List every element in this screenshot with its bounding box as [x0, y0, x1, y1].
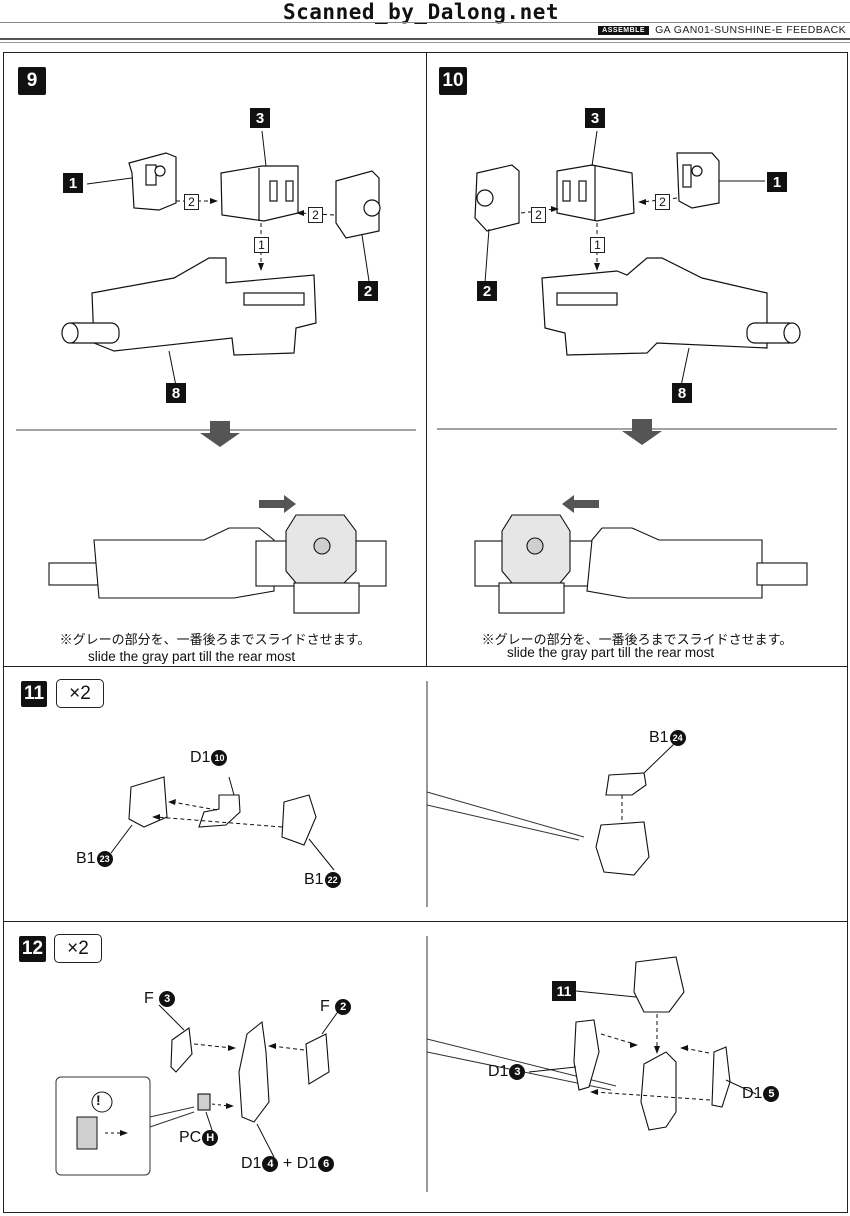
order-tag: 2 [308, 207, 323, 223]
plus-sign: + [282, 1155, 293, 1172]
part-1-drawing [128, 152, 177, 211]
step-11-diagram [110, 681, 675, 907]
part-tag-3: 3 [250, 108, 270, 128]
part-number-dot: H [202, 1130, 219, 1146]
order-tag: 1 [254, 237, 269, 253]
step-12-diagram [55, 936, 757, 1192]
part-d1-5-drawing [711, 1046, 731, 1108]
part-tag-11: 11 [552, 981, 576, 1001]
part-pc-h-drawing [197, 1093, 211, 1111]
part-tag-2: 2 [358, 281, 378, 301]
part-number-dot: 4 [262, 1156, 279, 1172]
part-1-drawing [676, 152, 720, 209]
note-jp: ※グレーの部分を、一番後ろまでスライドさせます。 [481, 632, 793, 647]
note-en: slide the gray part till the rear most [507, 645, 715, 660]
part-d1-4-6-drawing [238, 1020, 270, 1123]
part-number-dot: 3 [509, 1064, 526, 1080]
step-10-diagram [437, 130, 837, 614]
part-number-dot: 6 [318, 1156, 335, 1172]
part-tag-1: 1 [63, 173, 83, 193]
part-8-drawing [61, 257, 317, 356]
header-rule [0, 42, 850, 43]
note-jp: ※グレーの部分を、一番後ろまでスライドさせます。 [59, 632, 371, 647]
part-number-dot: 10 [211, 750, 228, 766]
part-b1-23-drawing [128, 776, 168, 828]
model-name: GA GAN01-SUNSHINE-E FEEDBACK [655, 24, 846, 36]
part-tag-8: 8 [166, 383, 186, 403]
part-d1-10-drawing [198, 794, 241, 828]
header-rule [0, 38, 850, 40]
caution-mark: ! [96, 1092, 101, 1108]
part-tag-2: 2 [477, 281, 497, 301]
part-tag-3: 3 [585, 108, 605, 128]
part-tag-8: 8 [672, 383, 692, 403]
caution-icon [91, 1091, 113, 1113]
runner-label-f3: F 3 [144, 990, 176, 1008]
order-tag: 2 [184, 194, 199, 210]
multiplier-badge: ×2 [56, 679, 104, 708]
step-number: 11 [21, 681, 47, 707]
step-number: 12 [19, 936, 46, 962]
watermark: Scanned_by_Dalong.net [283, 0, 560, 24]
order-tag: 1 [590, 237, 605, 253]
header-right: ASSEMBLE GA GAN01-SUNSHINE-E FEEDBACK [598, 24, 846, 36]
part-2-drawing [474, 164, 520, 232]
slide-arrow-left-icon [562, 495, 599, 513]
step-number: 10 [439, 67, 467, 95]
part-d1-3-drawing [573, 1019, 600, 1091]
part-b1-24-drawing [605, 772, 647, 796]
runner-label-f2: F 2 [320, 998, 352, 1016]
caution-inset [55, 1076, 151, 1176]
order-tag: 2 [531, 207, 546, 223]
step-9-diagram [16, 130, 416, 614]
part-3-drawing [220, 165, 299, 222]
note-en: slide the gray part till the rear most [88, 649, 296, 664]
step-10-panel: 10 [426, 52, 848, 667]
part-f2-drawing [305, 1033, 330, 1085]
step-12-panel: 12 ×2 [3, 921, 848, 1213]
part-number-dot: 2 [335, 999, 352, 1015]
section-tag: ASSEMBLE [598, 25, 650, 35]
part-number-dot: 3 [159, 991, 176, 1007]
part-tag-1: 1 [767, 172, 787, 192]
part-b1-22-drawing [281, 794, 317, 846]
part-8-drawing [541, 257, 801, 356]
assembled-weapon-drawing [474, 514, 808, 614]
part-d1-body-drawing [640, 1051, 677, 1131]
assembled-part-11-drawing [633, 956, 685, 1013]
assembled-weapon-drawing [48, 514, 387, 614]
step-9-panel: 9 [3, 52, 427, 667]
header-rule [0, 22, 850, 23]
part-number-dot: 24 [669, 730, 686, 746]
part-2-drawing [335, 170, 381, 239]
part-number-dot: 5 [763, 1086, 780, 1102]
part-number-dot: 23 [96, 851, 113, 867]
down-arrow-icon [200, 421, 240, 447]
assembled-part-11-drawing [595, 821, 650, 876]
part-3-drawing [556, 164, 635, 222]
order-tag: 2 [655, 194, 670, 210]
down-arrow-icon [622, 419, 662, 445]
multiplier-badge: ×2 [54, 934, 102, 963]
part-f3-drawing [170, 1027, 193, 1073]
part-number-dot: 22 [324, 872, 341, 888]
slide-arrow-right-icon [259, 495, 296, 513]
step-number: 9 [18, 67, 46, 95]
